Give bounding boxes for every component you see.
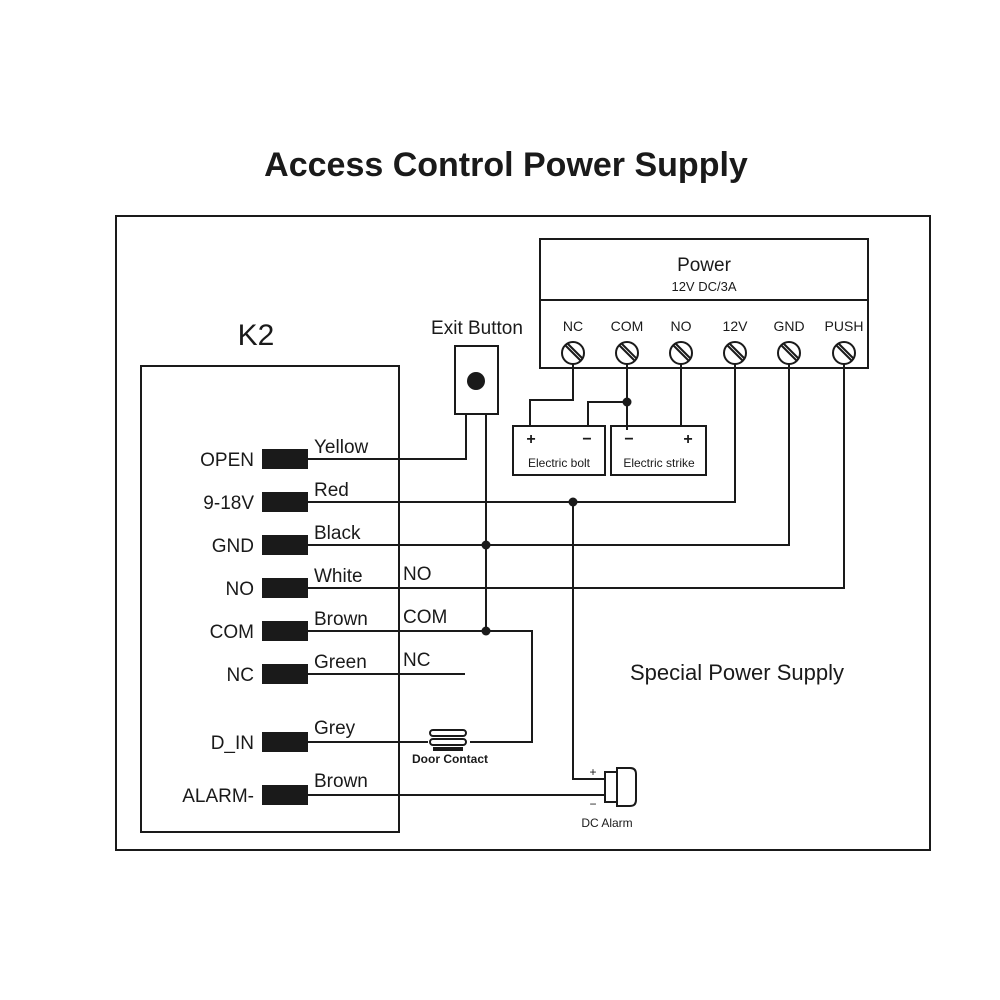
dc-alarm-plus: + — [589, 765, 596, 779]
dc-alarm-label: DC Alarm — [581, 816, 632, 830]
wire-label-green: Green — [314, 652, 367, 673]
terminal-block-gnd — [262, 535, 308, 555]
dc-alarm-icon — [604, 767, 637, 807]
terminal-block-d-in — [262, 732, 308, 752]
wire-label-red: Red — [314, 480, 349, 501]
electric-bolt-box — [512, 425, 606, 476]
terminal-block-com — [262, 621, 308, 641]
electric-strike-box — [610, 425, 707, 476]
terminal-name-d-in: D_IN — [211, 733, 254, 754]
power-terminal-gnd: GND — [773, 318, 804, 334]
note-com: COM — [403, 607, 447, 628]
wire-red — [308, 364, 736, 503]
door-contact-icon — [429, 729, 467, 751]
exit-button-label: Exit Button — [431, 318, 523, 339]
note-nc: NC — [403, 650, 430, 671]
power-title: Power — [677, 255, 732, 276]
wire-yellow — [308, 414, 467, 460]
screw-com-icon — [615, 341, 639, 365]
power-terminal-com: COM — [611, 318, 644, 334]
terminal-block-9-18v — [262, 492, 308, 512]
wire-white — [308, 364, 845, 589]
dc-alarm-minus: − — [589, 797, 596, 811]
wire-label-grey: Grey — [314, 718, 356, 739]
electric-bolt-plus: + — [526, 431, 535, 448]
wire-label-black: Black — [314, 523, 361, 544]
terminal-name-com: COM — [210, 622, 254, 643]
electric-strike-label: Electric strike — [623, 456, 695, 470]
terminal-name-9-18v: 9-18V — [203, 493, 254, 514]
door-contact-label: Door Contact — [412, 752, 488, 766]
wire-brown — [308, 630, 533, 743]
terminal-name-nc: NC — [227, 665, 254, 686]
screw-nc-icon — [561, 341, 585, 365]
note-no: NO — [403, 564, 432, 585]
screw-push-icon — [832, 341, 856, 365]
terminal-block-no — [262, 578, 308, 598]
terminal-name-no: NO — [226, 579, 255, 600]
terminal-block-nc — [262, 664, 308, 684]
junction-com — [622, 397, 632, 407]
terminal-name-open: OPEN — [200, 450, 254, 471]
electric-bolt-minus: − — [582, 431, 591, 448]
wiring-lines — [308, 364, 845, 796]
power-box — [539, 238, 869, 369]
k2-terminal-blocks — [262, 449, 308, 805]
wire-label-brown-alarm: Brown — [314, 771, 368, 792]
electric-strike-minus: − — [624, 431, 633, 448]
wire-label-white: White — [314, 566, 363, 587]
screw-no-icon — [669, 341, 693, 365]
power-terminal-nc: NC — [563, 318, 583, 334]
screw-terminals — [561, 341, 856, 365]
junction-gnd — [481, 540, 491, 550]
terminal-name-alarm: ALARM- — [182, 786, 254, 807]
k2-label: K2 — [238, 319, 275, 352]
wire-nc-to-bolt — [529, 364, 574, 426]
electric-strike-plus: + — [683, 431, 692, 448]
exit-button-dot — [467, 372, 485, 390]
special-power-supply-label: Special Power Supply — [630, 660, 844, 685]
power-terminal-no: NO — [671, 318, 692, 334]
terminal-name-gnd: GND — [212, 536, 254, 557]
terminal-block-alarm — [262, 785, 308, 805]
wire-label-brown: Brown — [314, 609, 368, 630]
wire-com-to-bolt — [587, 401, 627, 426]
screw-12v-icon — [723, 341, 747, 365]
k2-box — [140, 365, 400, 833]
wire-label-yellow: Yellow — [314, 437, 369, 458]
power-terminal-12v: 12V — [723, 318, 749, 334]
wire-black — [308, 364, 790, 546]
screw-gnd-icon — [777, 341, 801, 365]
electric-bolt-label: Electric bolt — [528, 456, 591, 470]
power-subtitle: 12V DC/3A — [671, 279, 736, 294]
diagram-title: Access Control Power Supply — [264, 146, 748, 184]
wire-red-to-alarm — [572, 502, 605, 780]
power-terminal-push: PUSH — [825, 318, 864, 334]
junction-com-k2 — [481, 626, 491, 636]
terminal-block-open — [262, 449, 308, 469]
